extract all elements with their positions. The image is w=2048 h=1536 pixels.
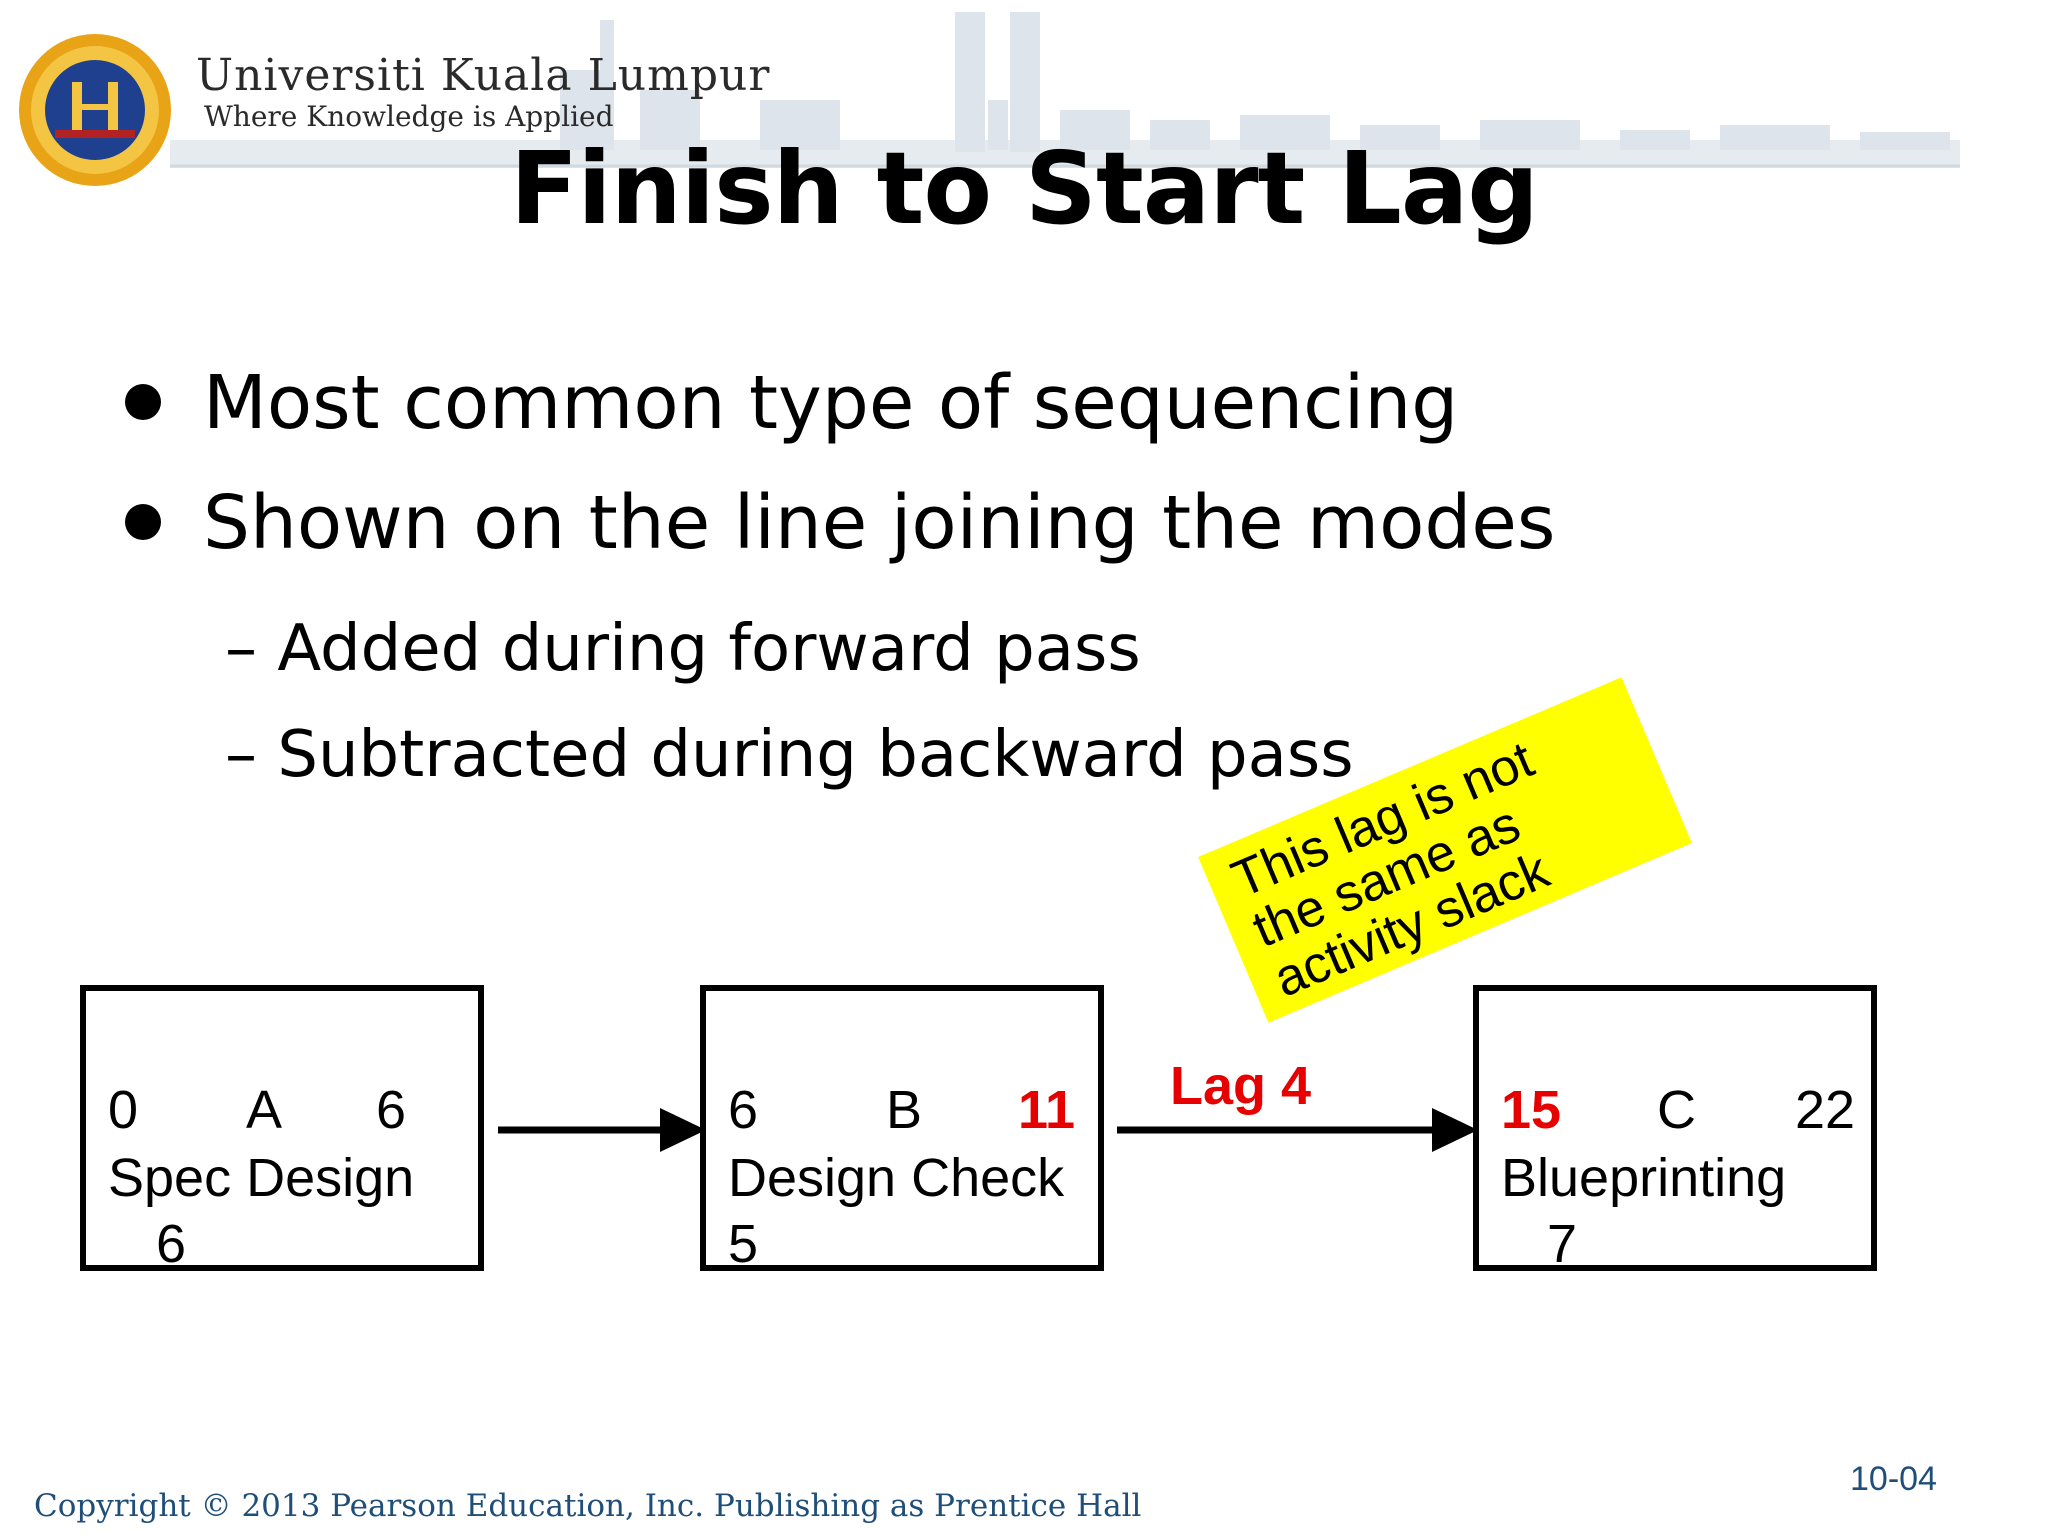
arrowhead-icon: [1432, 1108, 1478, 1152]
activity-duration: 7: [1547, 1214, 1578, 1274]
early-start: 6: [728, 1080, 759, 1140]
lag-label: Lag 4: [1170, 1056, 1312, 1116]
dash-icon: –: [225, 718, 278, 792]
sub-bullet-item: – Added during forward pass: [225, 612, 1141, 686]
university-logo: [19, 34, 171, 186]
dash-icon: –: [225, 612, 278, 686]
university-tagline: Where Knowledge is Applied: [204, 100, 614, 133]
early-finish: 11: [1018, 1080, 1076, 1140]
activity-duration: 6: [156, 1214, 187, 1274]
university-name: Universiti Kuala Lumpur: [196, 50, 771, 101]
page-number: 10-04: [1850, 1460, 1937, 1498]
bullet-dot-icon: [125, 504, 161, 540]
slide-title: Finish to Start Lag: [510, 130, 1539, 247]
bullet-text: Shown on the line joining the modes: [203, 480, 1556, 566]
bullet-text: Most common type of sequencing: [203, 360, 1459, 446]
activity-node-c: 15 C 22 Blueprinting 7: [1473, 985, 1877, 1271]
early-start: 0: [108, 1080, 139, 1140]
activity-name: Spec Design: [108, 1148, 415, 1208]
activity-name: Design Check: [728, 1148, 1065, 1208]
activity-node-b: 6 B 11 Design Check 5: [700, 985, 1104, 1271]
activity-duration: 5: [728, 1214, 759, 1274]
sub-bullet-text: Subtracted during backward pass: [277, 718, 1354, 792]
arrowhead-icon: [660, 1108, 706, 1152]
early-finish: 22: [1795, 1080, 1856, 1140]
activity-id: A: [246, 1080, 283, 1140]
copyright-footer: Copyright © 2013 Pearson Education, Inc.…: [34, 1488, 1142, 1524]
sub-bullet-item: – Subtracted during backward pass: [225, 718, 1354, 792]
early-finish: 6: [376, 1080, 407, 1140]
activity-id: B: [886, 1080, 923, 1140]
activity-name: Blueprinting: [1501, 1148, 1787, 1208]
early-start: 15: [1501, 1080, 1562, 1140]
skyline-banner: [170, 12, 1960, 168]
activity-id: C: [1657, 1080, 1696, 1140]
bullet-dot-icon: [125, 384, 161, 420]
activity-node-a: 0 A 6 Spec Design 6: [80, 985, 484, 1271]
sub-bullet-text: Added during forward pass: [277, 612, 1141, 686]
